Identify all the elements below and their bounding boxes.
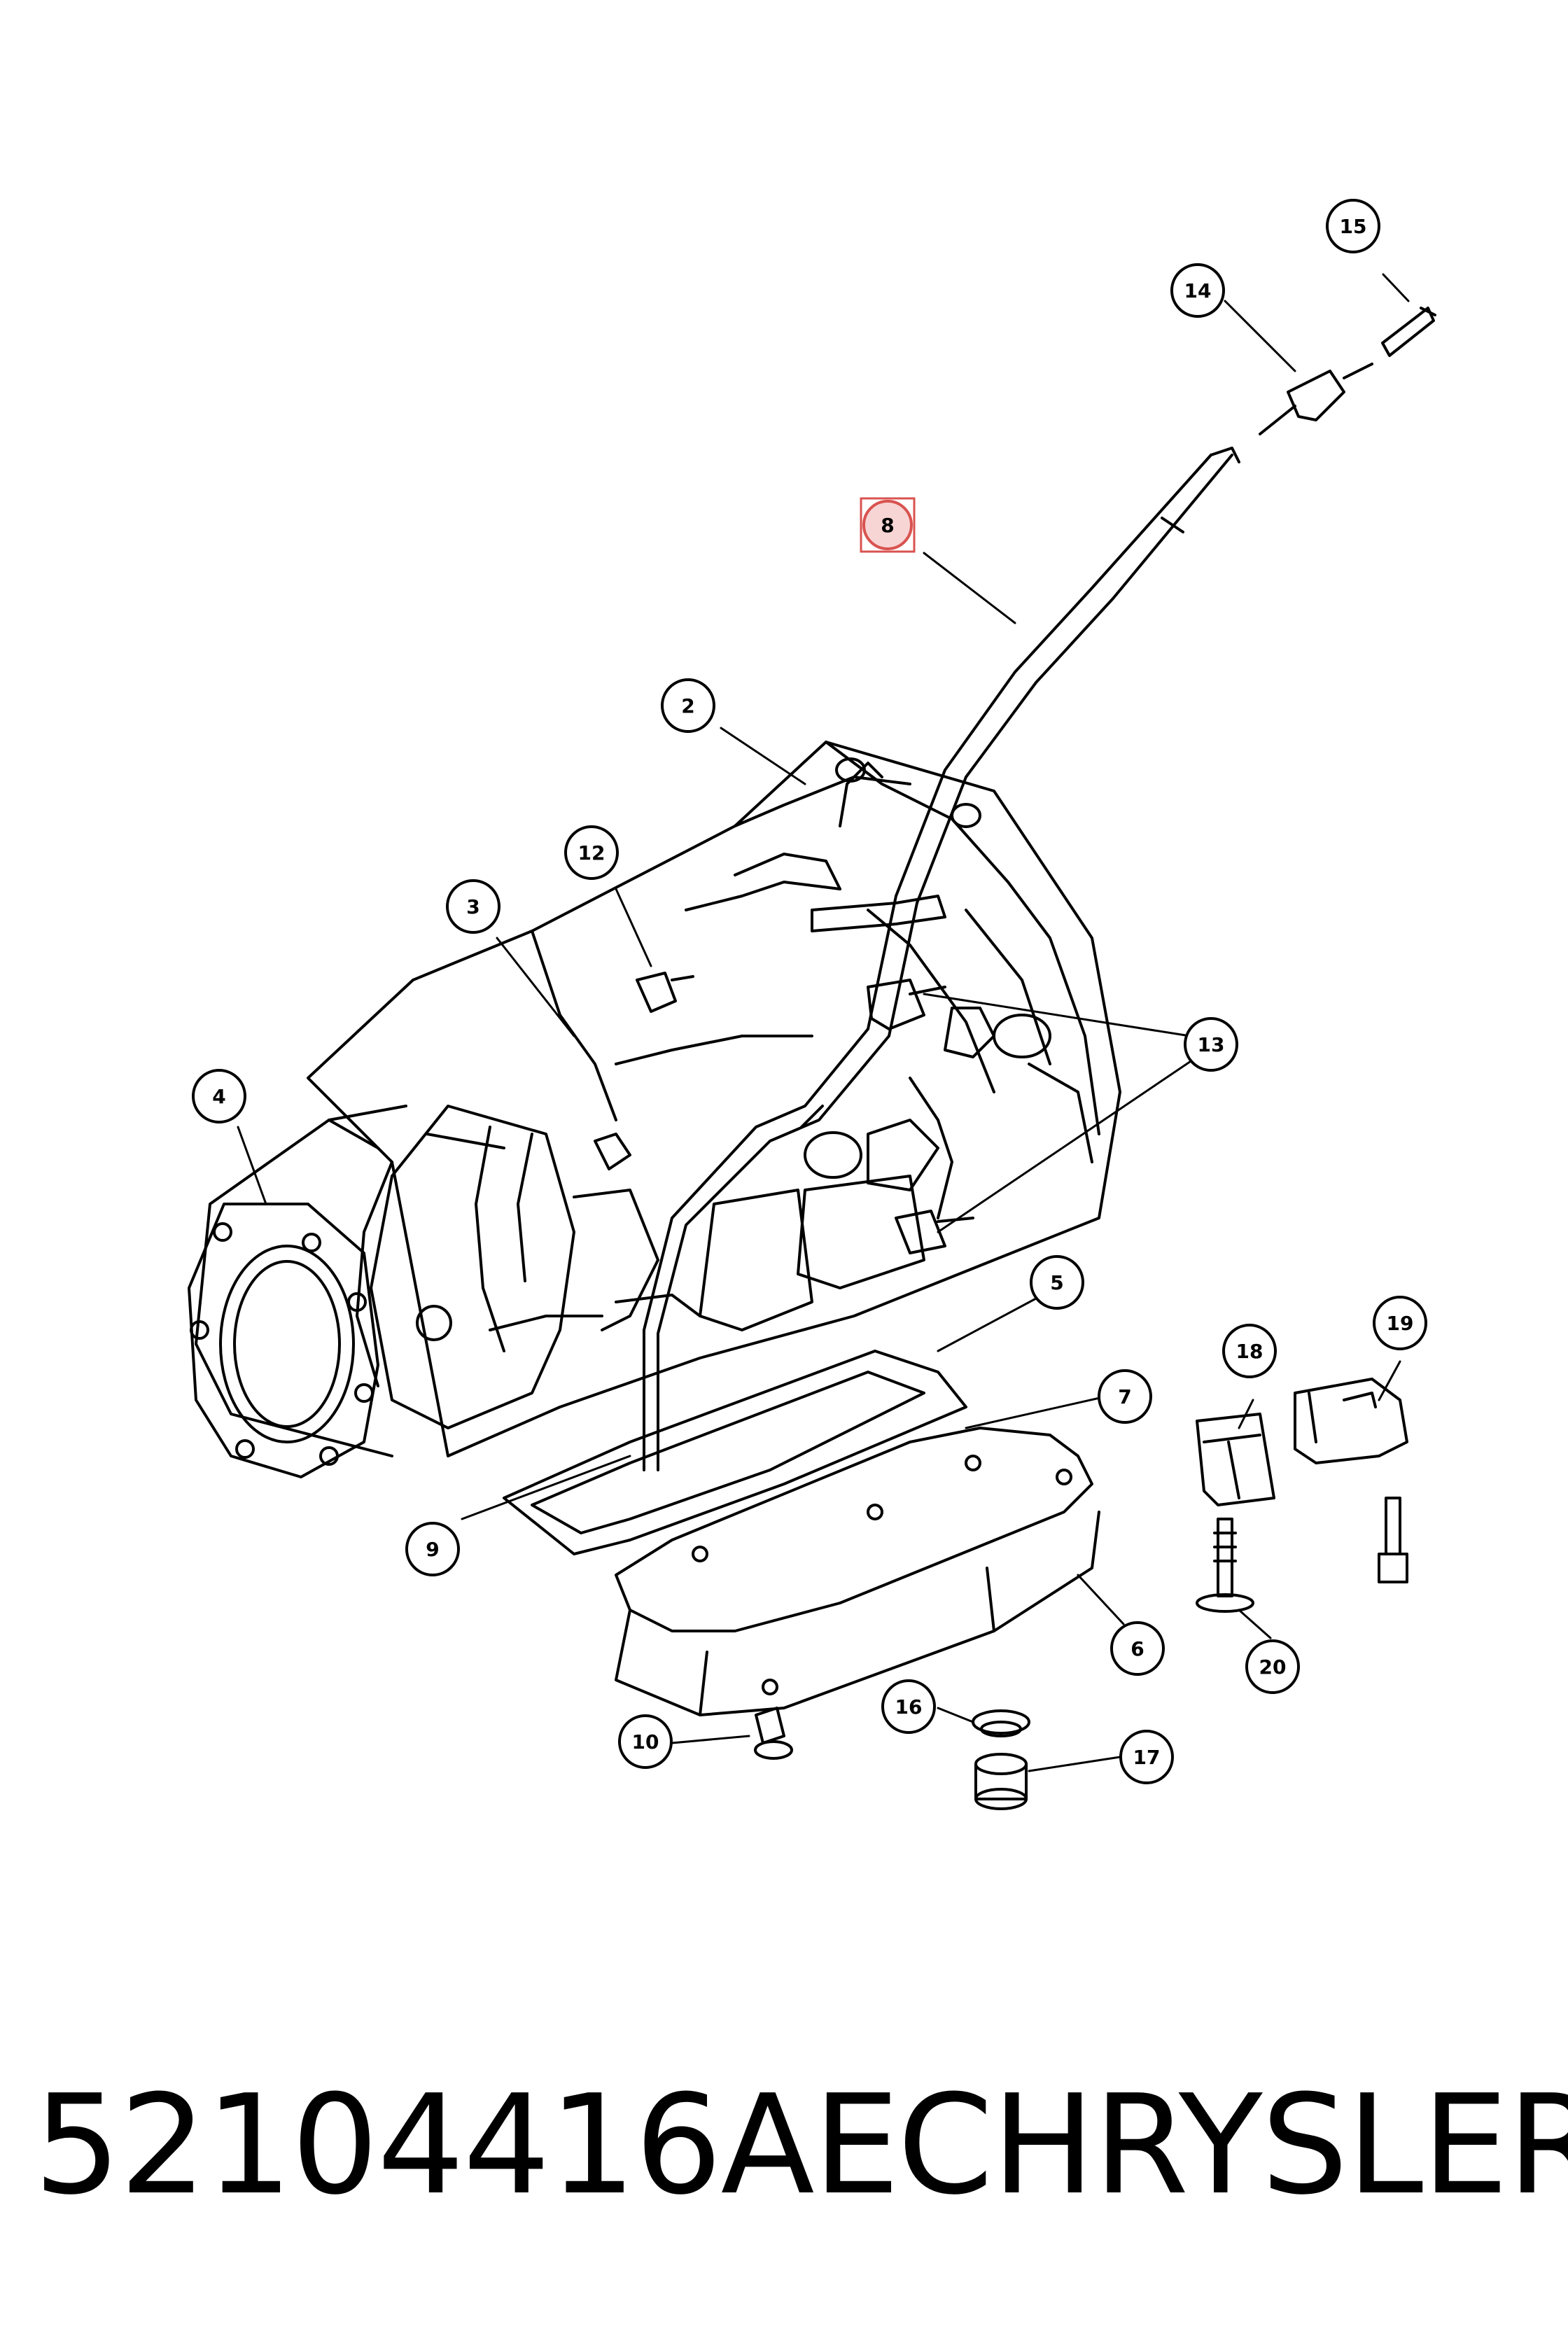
callout-15[interactable]: 15: [1326, 199, 1380, 253]
exploded-transmission-diagram: 15 14 8 2 12 3: [188, 199, 1436, 1810]
svg-text:14: 14: [1184, 279, 1212, 302]
seal: [972, 1709, 1030, 1737]
svg-text:9: 9: [426, 1538, 439, 1561]
svg-text:17: 17: [1133, 1746, 1161, 1769]
callout-20[interactable]: 20: [1245, 1639, 1300, 1694]
callout-5[interactable]: 5: [1030, 1255, 1084, 1310]
svg-text:6: 6: [1130, 1637, 1144, 1660]
svg-text:12: 12: [578, 841, 606, 864]
callout-4[interactable]: 4: [192, 1069, 246, 1124]
mount-bolt: [1196, 1518, 1254, 1613]
stud: [1378, 1497, 1408, 1583]
svg-text:5: 5: [1050, 1271, 1063, 1294]
callout-14[interactable]: 14: [1170, 263, 1225, 318]
svg-text:18: 18: [1236, 1340, 1264, 1363]
svg-text:7: 7: [1118, 1385, 1131, 1408]
svg-text:19: 19: [1387, 1312, 1414, 1335]
dipstick: [1259, 363, 1373, 435]
svg-text:16: 16: [895, 1695, 923, 1718]
leader-lines: [237, 273, 1410, 1772]
callout-2[interactable]: 2: [661, 678, 715, 733]
svg-text:4: 4: [212, 1085, 225, 1108]
svg-text:3: 3: [466, 895, 479, 918]
callout-18[interactable]: 18: [1222, 1324, 1277, 1378]
filter-plug: [974, 1753, 1028, 1810]
svg-text:2: 2: [681, 694, 694, 718]
callout-6[interactable]: 6: [1110, 1621, 1165, 1676]
dipstick-tube: [643, 447, 1240, 1471]
svg-text:8: 8: [881, 514, 894, 537]
callout-10[interactable]: 10: [618, 1714, 673, 1769]
callout-7[interactable]: 7: [1098, 1369, 1152, 1424]
svg-text:13: 13: [1198, 1033, 1225, 1056]
callout-9[interactable]: 9: [405, 1522, 460, 1576]
svg-text:20: 20: [1259, 1656, 1287, 1679]
callout-8-highlighted[interactable]: 8: [860, 497, 916, 553]
oil-pan: [615, 1427, 1100, 1716]
callouts: 15 14 8 2 12 3: [192, 199, 1427, 1784]
callout-3[interactable]: 3: [446, 879, 500, 934]
dipstick-cap: [1381, 307, 1436, 357]
callout-12[interactable]: 12: [564, 825, 619, 880]
drain-plug: [754, 1707, 793, 1760]
transmission-case: [307, 741, 1121, 1457]
adapter-flange: [188, 1203, 379, 1478]
part-number-caption: 52104416AE: [34, 2066, 900, 2225]
callout-16[interactable]: 16: [881, 1679, 936, 1734]
mounting-bolts: [636, 972, 974, 1254]
mount-insulator: [1196, 1413, 1275, 1506]
mount-bracket: [1294, 1378, 1408, 1464]
svg-text:10: 10: [632, 1730, 659, 1754]
callout-17[interactable]: 17: [1119, 1730, 1174, 1784]
callout-13[interactable]: 13: [1184, 1017, 1238, 1072]
callout-19[interactable]: 19: [1373, 1296, 1427, 1350]
extension-housing: [195, 1105, 575, 1457]
brand-caption: CHRYSLER: [897, 2066, 1568, 2225]
oil-pan-gasket: [503, 1350, 967, 1555]
svg-text:15: 15: [1340, 215, 1367, 238]
